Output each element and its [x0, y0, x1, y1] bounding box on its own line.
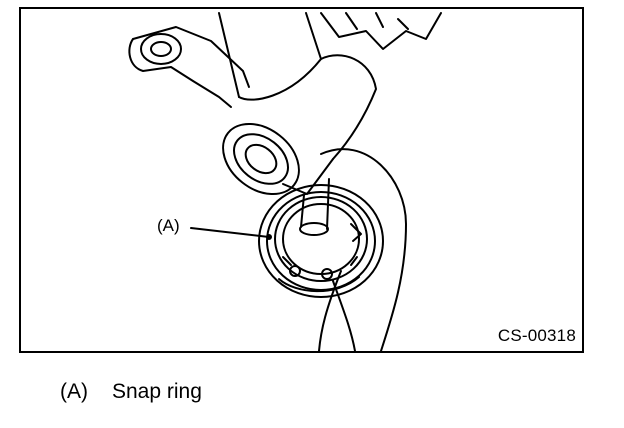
left-arm-top — [132, 26, 250, 88]
lever-shaft-right — [305, 12, 322, 60]
bore-outer — [258, 184, 384, 298]
snap-ring-inner — [282, 203, 360, 275]
bore-lower-detail — [278, 276, 360, 293]
pivot-boss-outer — [222, 122, 300, 196]
housing-outline — [320, 148, 407, 351]
lever-body — [238, 54, 377, 160]
snap-ring-eye-left — [289, 265, 301, 277]
snap-ring-outer — [274, 196, 368, 282]
shift-lever-illustration — [128, 12, 442, 351]
pivot-boss-mid — [233, 133, 289, 185]
housing-inner-outline — [332, 280, 356, 351]
snap-ring-eye-right — [321, 268, 333, 280]
upper-bracket-inner — [345, 12, 409, 30]
left-eye-inner — [150, 41, 172, 57]
figure-frame: (A) CS-00318 — [19, 7, 584, 353]
legend-key: (A) — [60, 380, 88, 403]
upper-bracket — [320, 12, 442, 50]
pivot-boss-inner — [244, 143, 278, 175]
bore-rim — [266, 191, 376, 291]
housing-inner-left — [318, 270, 342, 351]
figure-code: CS-00318 — [497, 326, 576, 345]
rod-end — [299, 222, 329, 236]
callout-leader — [190, 227, 270, 238]
callout-label-a: (A) — [157, 216, 180, 235]
bore-notch — [350, 223, 362, 242]
legend: (A) Snap ring — [60, 380, 202, 404]
left-arm — [128, 38, 232, 108]
callout-leader-tip — [266, 234, 272, 240]
snap-ring-gap — [282, 256, 358, 266]
lever-shaft-left — [218, 12, 240, 98]
legend-text: Snap ring — [112, 380, 202, 403]
left-eye-outer — [140, 33, 182, 65]
